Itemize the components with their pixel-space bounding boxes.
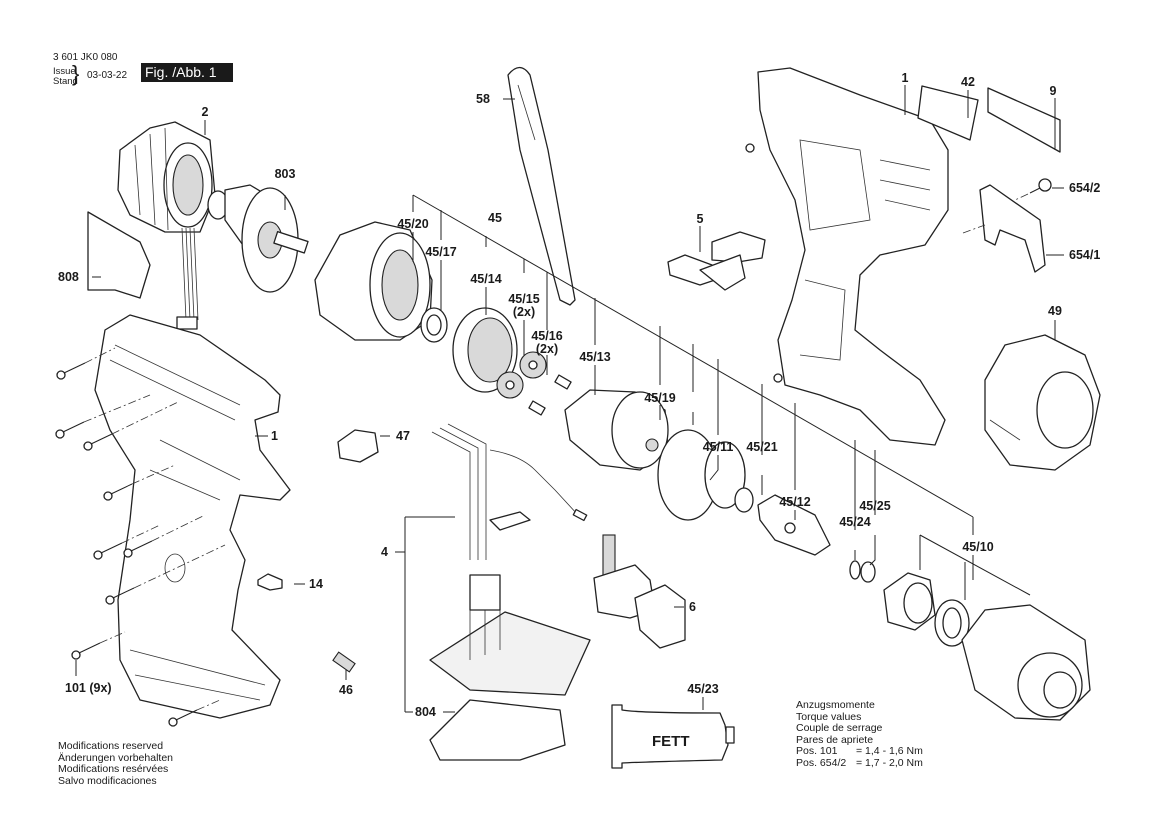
torque-heading: Anzugsmomente	[796, 699, 875, 711]
grease-tube-part-45-23	[611, 704, 735, 769]
screw-part-654-2	[1029, 178, 1052, 194]
part-label-804: 804	[415, 705, 436, 719]
part-label-45-17: 45/17	[425, 245, 457, 259]
ring-part-45-11	[704, 441, 746, 509]
planet-gears-part-45-15	[496, 351, 547, 399]
screws-part-101	[55, 347, 226, 727]
o-ring-part-45-21	[734, 487, 754, 513]
label-part-42	[917, 85, 979, 141]
hammer-part-45-13	[564, 389, 669, 471]
part-label-2: 2	[201, 105, 209, 119]
part-label-45-15: 45/15	[508, 292, 540, 306]
part-label-45-23: 45/23	[687, 682, 719, 696]
label-part-9	[987, 87, 1061, 153]
clip-part-14	[257, 573, 283, 591]
housing-left-part-1	[94, 314, 291, 719]
belt-hook-part-654-1	[979, 184, 1046, 273]
part-label-45-24: 45/24	[839, 515, 871, 529]
front-cap-part-49	[984, 334, 1101, 471]
note-line: Modifications resérvées	[58, 763, 169, 775]
part-label-45-19: 45/19	[644, 391, 676, 405]
torque-heading: Pares de apriete	[796, 733, 874, 746]
rotor-part-803	[207, 184, 309, 293]
housing-right-part-1	[745, 67, 949, 446]
issue-date: 03-03-22	[87, 70, 128, 81]
part-label-47: 47	[396, 429, 410, 443]
torque-value: = 1,4 - 1,6 Nm	[856, 745, 923, 757]
tray-part-804	[429, 699, 566, 761]
part-label-803: 803	[274, 167, 296, 181]
part-label-42: 42	[961, 75, 975, 89]
label-sheet-808	[87, 211, 151, 299]
part-label-45-20: 45/20	[397, 217, 429, 231]
issue-label: Issue	[53, 66, 76, 77]
anvil-part-45-12	[757, 494, 831, 556]
part-label-46: 46	[339, 683, 353, 697]
part-label-45-25: 45/25	[859, 499, 891, 513]
part-label-1-left: 1	[271, 429, 278, 443]
stator-part-2	[117, 121, 216, 330]
modification-notes: Modifications reserved Änderungen vorbeh…	[58, 740, 174, 787]
pad-part-47	[337, 429, 379, 463]
part-label-45-10: 45/10	[962, 540, 994, 554]
part-label-4: 4	[381, 545, 388, 559]
note-line: Änderungen vorbehalten	[58, 751, 174, 764]
torque-row: Pos. 654/2 = 1,7 - 2,0 Nm	[796, 756, 923, 770]
retaining-ring-part-45-25	[860, 561, 876, 583]
part-number: 3 601 JK0 080	[53, 52, 118, 63]
direction-switch-part-5	[667, 231, 766, 291]
part-label-101: 101 (9x)	[65, 681, 112, 695]
spring-part-46	[332, 651, 356, 673]
ring-part-45-24	[849, 560, 861, 580]
part-label-45-16-qty: (2x)	[535, 342, 559, 356]
part-label-49: 49	[1048, 304, 1062, 318]
leader-lines	[75, 85, 1064, 713]
torque-pos: Pos. 101	[796, 745, 838, 757]
torque-value: = 1,7 - 2,0 Nm	[856, 756, 923, 769]
part-label-9: 9	[1049, 84, 1057, 98]
note-line: Salvo modificaciones	[58, 774, 157, 787]
electronics-module-part-4	[429, 423, 591, 696]
torque-row: Pos. 101 = 1,4 - 1,6 Nm	[796, 745, 923, 758]
part-label-45-13: 45/13	[579, 350, 611, 364]
torque-pos: Pos. 654/2	[796, 756, 847, 769]
stand-label: Stand	[53, 76, 78, 87]
part-label-654-1: 654/1	[1069, 248, 1101, 262]
gear-housing-part-45-20	[314, 221, 433, 341]
part-label-654-2: 654/2	[1069, 181, 1101, 195]
ring-gear-part-45-14	[452, 307, 518, 393]
part-label-45-16: 45/16	[531, 329, 563, 343]
figure-label: Fig. /Abb. 1	[141, 63, 233, 82]
torque-heading: Couple de serrage	[796, 722, 883, 734]
strap-part-58	[507, 66, 576, 306]
brace-glyph: }	[72, 61, 80, 86]
part-label-45-14: 45/14	[470, 272, 502, 286]
part-label-45-21: 45/21	[746, 440, 778, 454]
pins-part-45-16	[528, 374, 572, 416]
grease-tube-text: FETT	[652, 733, 690, 750]
part-label-58: 58	[476, 92, 490, 106]
part-label-45-11: 45/11	[702, 440, 734, 454]
note-line: Modifications reserved	[58, 740, 164, 752]
washer-part-45-17	[420, 307, 448, 343]
torque-values: Anzugsmomente Torque values Couple de se…	[796, 699, 923, 770]
torque-heading: Torque values	[796, 710, 862, 723]
part-label-45: 45	[488, 211, 502, 225]
trigger-switch-part-6	[593, 534, 686, 649]
part-label-6: 6	[689, 600, 696, 614]
part-label-14: 14	[309, 577, 323, 591]
part-label-808: 808	[58, 270, 79, 284]
front-assembly-part-45-10	[883, 572, 1091, 721]
part-label-45-12: 45/12	[779, 495, 811, 509]
part-label-5: 5	[696, 212, 704, 226]
part-label-1-right: 1	[901, 71, 909, 85]
part-label-45-15-qty: (2x)	[512, 305, 536, 319]
